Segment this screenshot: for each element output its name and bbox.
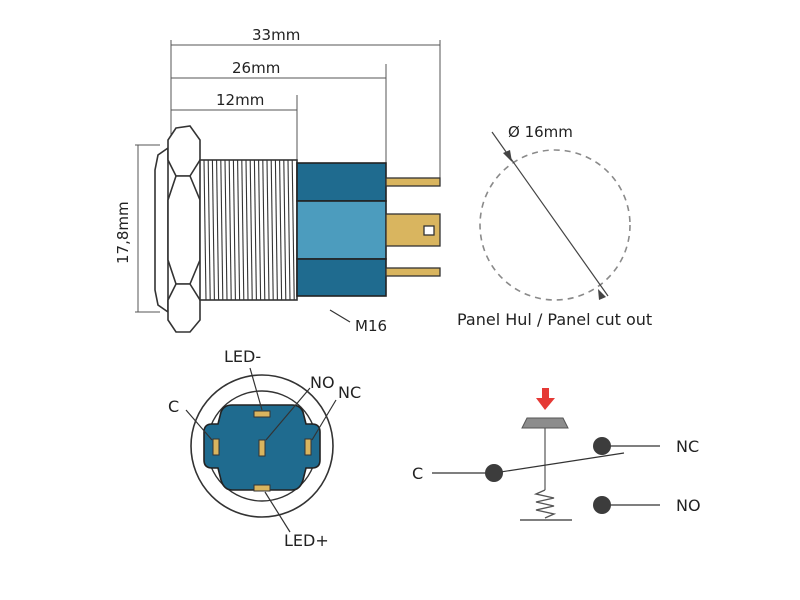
panel-cutout-view: Ø 16mm Panel Hul / Panel cut out (457, 123, 652, 329)
switch-housing (296, 162, 387, 297)
thread-spec-label: M16 (355, 317, 387, 335)
contact-terminals (485, 437, 611, 514)
thread-line (207, 159, 211, 301)
thread-line (253, 159, 257, 301)
press-arrow-icon (536, 388, 555, 410)
pin-label-led-minus: LED- (224, 347, 261, 366)
thread-line (291, 159, 295, 301)
terminal-pins (385, 177, 441, 277)
pin-label-nc: NC (338, 383, 361, 402)
thread-line (258, 159, 262, 301)
cutout-caption: Panel Hul / Panel cut out (457, 310, 652, 329)
thread-line (249, 159, 253, 301)
dim-head-height: 17,8mm (114, 201, 132, 264)
threaded-body (199, 159, 298, 301)
thread-line (279, 159, 283, 301)
thread-line (287, 159, 291, 301)
schematic-label-c: C (412, 464, 423, 483)
pinout-terminals (212, 410, 312, 492)
thread-line (245, 159, 249, 301)
thread-line (270, 159, 274, 301)
pin-label-no: NO (310, 373, 335, 392)
cutout-diameter-label: Ø 16mm (508, 123, 573, 141)
dim-thread-to-pins: 26mm (232, 59, 280, 77)
thread-line (232, 159, 236, 301)
pin-label-c: C (168, 397, 179, 416)
thread-line (203, 159, 207, 301)
switch-schematic: C NC NO (412, 388, 701, 521)
schematic-label-no: NO (676, 496, 701, 515)
dim-thread-length: 12mm (216, 91, 264, 109)
thread-line (262, 159, 266, 301)
thread-line (266, 159, 270, 301)
button-bezel (154, 146, 169, 314)
plunger-cap (521, 417, 569, 429)
dim-overall-length: 33mm (252, 26, 300, 44)
thread-line (283, 159, 287, 301)
pin-label-led-plus: LED+ (284, 531, 329, 550)
thread-line (241, 159, 245, 301)
side-view: 33mm 26mm 12mm 17,8mm (114, 26, 441, 335)
thread-line (224, 159, 228, 301)
dimension-lines (135, 40, 441, 313)
return-spring (533, 489, 557, 519)
hex-nut (167, 125, 201, 333)
thread-line (211, 159, 215, 301)
thread-line (216, 159, 220, 301)
thread-line (220, 159, 224, 301)
thread-line (237, 159, 241, 301)
thread-line (228, 159, 232, 301)
thread-line (274, 159, 278, 301)
pinout-view: LED- NO NC C LED+ (168, 347, 361, 550)
schematic-label-nc: NC (676, 437, 699, 456)
